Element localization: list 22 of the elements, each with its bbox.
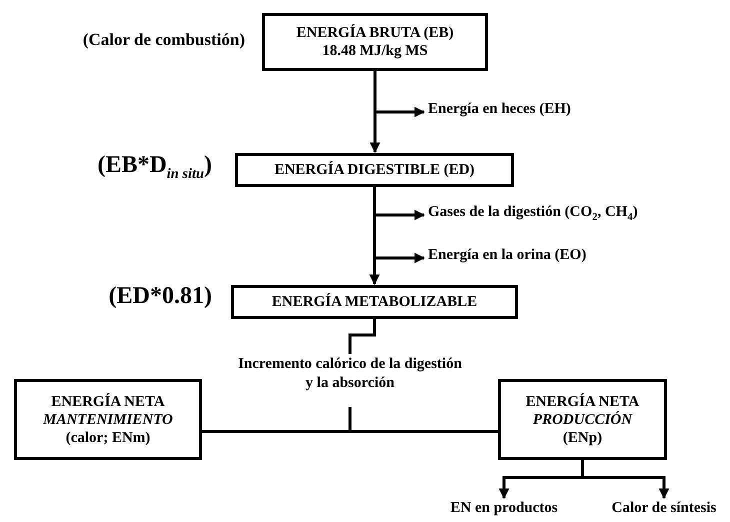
arrow xyxy=(374,71,426,118)
box-text: 18.48 MJ/kg MS xyxy=(322,42,428,60)
energy-box xyxy=(14,379,202,460)
box-text: ENERGÍA NETA xyxy=(51,392,165,410)
box-text: ENERGÍA DIGESTIBLE (ED) xyxy=(274,161,475,179)
energy-box xyxy=(262,13,488,71)
connector-line xyxy=(348,319,376,354)
box-text: ENERGÍA BRUTA (EB) xyxy=(296,24,454,42)
side-note: (ED*0.81) xyxy=(108,283,212,310)
box-text: (ENp) xyxy=(562,428,602,446)
energy-box xyxy=(498,379,667,460)
box-text: ENERGÍA METABOLIZABLE xyxy=(272,293,478,311)
energy-box xyxy=(231,285,518,319)
box-text: MANTENIMIENTO xyxy=(43,410,173,428)
side-note: (EB*D$_{in situ}$) xyxy=(96,152,212,183)
box-text: ENERGÍA NETA xyxy=(526,392,640,410)
box-text: PRODUCCIÓN xyxy=(532,410,632,428)
energy-box xyxy=(235,153,514,187)
arrow xyxy=(581,460,670,500)
box-text: (calor; ENm) xyxy=(66,428,150,446)
side-note: (Calor de combustión) xyxy=(82,30,245,50)
connector-line xyxy=(348,407,498,433)
